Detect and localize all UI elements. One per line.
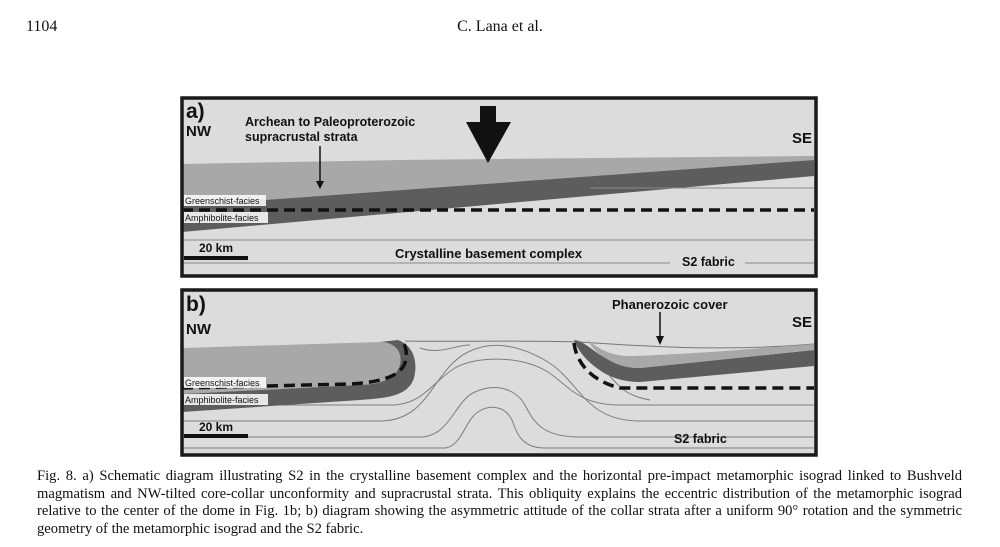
greenschist-label-a: Greenschist-facies [185, 196, 260, 206]
greenschist-label-bg-a [184, 195, 266, 206]
supracrustal-strata-light [182, 156, 814, 206]
panel-b-se-label: SE [792, 314, 812, 331]
page-header: 1104 C. Lana et al. [0, 18, 1000, 42]
figure-caption: Fig. 8. a) Schematic diagram illustratin… [37, 468, 962, 537]
panel-b-nw-label: NW [186, 321, 212, 338]
amphibolite-label-b: Amphibolite-facies [185, 395, 259, 405]
strata-label-line1: Archean to Paleoproterozoic [245, 115, 415, 129]
s2-fabric-curves [182, 344, 814, 449]
greenschist-label-bg-b [184, 377, 266, 388]
scale-label-b: 20 km [199, 420, 233, 434]
panel-a-se-label: SE [792, 130, 812, 147]
panel-b-frame [180, 288, 818, 457]
s2-fabric-label-a: S2 fabric [682, 255, 735, 269]
strata-pointer-arrowhead-icon [316, 181, 324, 189]
isograd-dashed-right [572, 342, 814, 390]
panel-b-label: b) [186, 293, 206, 316]
scale-bar-b [184, 434, 248, 438]
s2-fabric-lines [182, 187, 814, 264]
s2-fabric-label-b: S2 fabric [674, 432, 727, 446]
cover-pointer-arrowhead-icon [656, 336, 664, 345]
panel-a-label: a) [186, 100, 205, 123]
phanerozoic-cover-label: Phanerozoic cover [612, 297, 728, 312]
scale-label-a: 20 km [199, 241, 233, 255]
running-head: C. Lana et al. [457, 18, 543, 35]
panel-a: a) NW SE Archean to Paleoproterozoic sup… [180, 96, 818, 278]
right-strata-dark [574, 340, 814, 382]
page-number: 1104 [26, 18, 58, 35]
right-strata-light [588, 340, 814, 368]
panel-b: b) NW SE Phanerozoic cover Greenschist-f… [180, 288, 818, 457]
scale-bar-a [184, 256, 248, 260]
isograd-dashed-left [181, 339, 408, 390]
panel-a-frame [180, 96, 818, 278]
amphibolite-label-a: Amphibolite-facies [185, 213, 259, 223]
impact-arrow-icon [466, 106, 511, 163]
panel-a-nw-label: NW [186, 123, 212, 140]
amphibolite-label-bg-b [184, 394, 268, 405]
supracrustal-strata-dark [182, 160, 814, 232]
amphibolite-label-bg-a [184, 212, 268, 223]
basement-label: Crystalline basement complex [395, 246, 583, 261]
greenschist-label-b: Greenschist-facies [185, 378, 260, 388]
strata-label-line2: supracrustal strata [245, 130, 359, 144]
